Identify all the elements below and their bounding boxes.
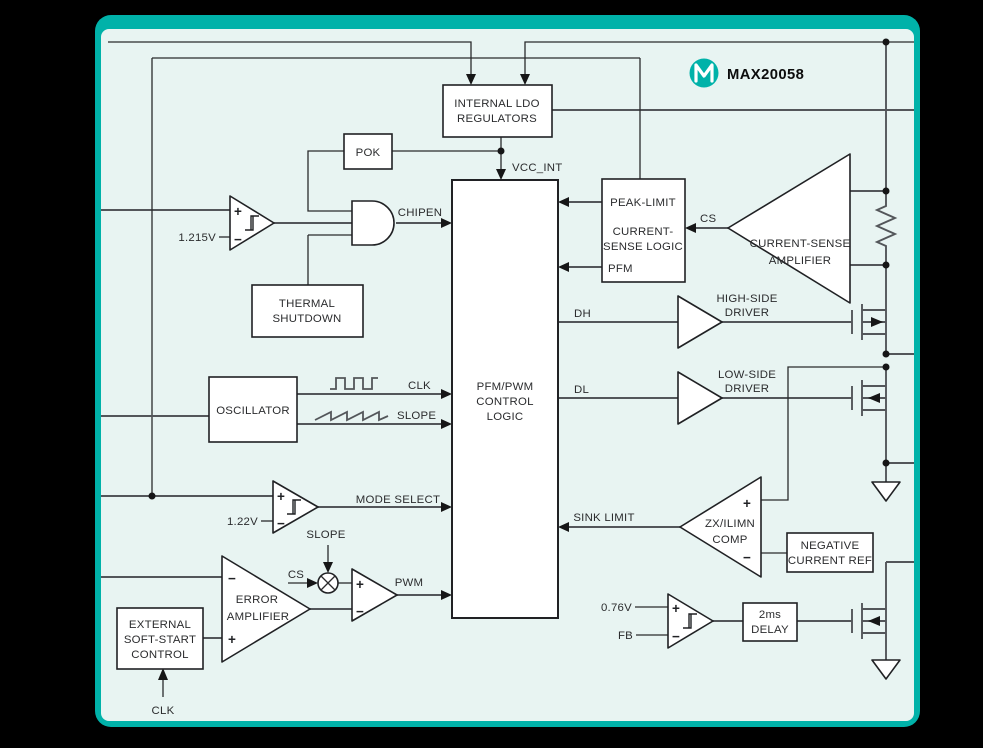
soft-start-label-2: SOFT-START (124, 634, 196, 646)
negative-current-ref-block: NEGATIVE CURRENT REF (786, 532, 874, 573)
pwm-label: PWM (395, 577, 424, 589)
plus-sign: + (228, 632, 236, 647)
pok-block: POK (343, 133, 393, 170)
pok-label: POK (356, 147, 381, 159)
sawtooth-wave-icon (314, 410, 389, 422)
control-logic-block: PFM/PWM CONTROL LOGIC (451, 179, 559, 619)
plus-sign: + (277, 489, 285, 504)
oscillator-block: OSCILLATOR (208, 376, 298, 443)
slope-pwm-label: SLOPE (306, 529, 345, 541)
sink-limit-label: SINK LIMIT (573, 512, 634, 524)
current-sense-amp: CURRENT-SENSE AMPLIFIER (727, 153, 851, 304)
part-number: MAX20058 (727, 67, 804, 83)
neg-ref-label-1: NEGATIVE (801, 540, 860, 552)
mode-select-comparator: + − 1.22V (227, 480, 319, 534)
error-amp-label-1: ERROR (236, 594, 278, 606)
and-gate (351, 200, 395, 246)
ref-1215-label: 1.215V (178, 232, 216, 244)
error-amp-label-2: AMPLIFIER (227, 611, 289, 623)
cs-peak-label: CS (700, 213, 716, 225)
mode-select-label: MODE SELECT (356, 494, 440, 506)
fb-mosfet-icon (851, 603, 886, 639)
clk-bottom-label: CLK (152, 705, 175, 717)
dl-label: DL (574, 384, 589, 396)
ldo-label-2: REGULATORS (457, 113, 537, 125)
peak-limit-label-2: CURRENT- (613, 226, 674, 238)
enable-comparator: + − 1.215V (178, 195, 275, 251)
hysteresis-icon (287, 499, 301, 515)
peak-limit-label-4: PFM (608, 263, 633, 275)
cs-pwm-label: CS (288, 569, 304, 581)
ovp-comparator: + − 0.76V FB (601, 593, 714, 649)
ground-icon (871, 481, 901, 502)
summing-node (317, 572, 339, 594)
ref-122-label: 1.22V (227, 516, 258, 528)
ls-driver-label-1: LOW-SIDE (718, 369, 776, 381)
internal-ldo-block: INTERNAL LDO REGULATORS (442, 84, 553, 138)
cs-amp-label-1: CURRENT-SENSE (750, 238, 851, 250)
hysteresis-icon (683, 613, 697, 629)
dh-label: DH (574, 308, 591, 320)
brand-header: MAX20058 (689, 58, 804, 88)
minus-sign: − (234, 232, 242, 247)
vcc-int-label: VCC_INT (512, 162, 562, 174)
minus-sign: − (743, 550, 751, 565)
soft-start-label-1: EXTERNAL (129, 619, 191, 631)
logic-label-1: PFM/PWM (477, 381, 534, 393)
minus-sign: − (356, 604, 364, 619)
thermal-label-2: SHUTDOWN (272, 313, 341, 325)
logic-label-3: LOGIC (487, 411, 524, 423)
high-side-driver: HIGH-SIDE DRIVER (677, 293, 777, 349)
logic-label-2: CONTROL (476, 396, 533, 408)
peak-limit-label-1: PEAK-LIMIT (610, 197, 676, 209)
cs-amp-label-2: AMPLIFIER (769, 255, 831, 267)
peak-limit-label-3: SENSE LOGIC (603, 241, 683, 253)
hysteresis-icon (245, 215, 259, 231)
ref-076-label: 0.76V (601, 602, 632, 614)
low-side-driver: LOW-SIDE DRIVER (677, 369, 776, 425)
plus-sign: + (356, 577, 364, 592)
soft-start-block: EXTERNAL SOFT-START CONTROL (116, 607, 204, 670)
zx-comp-label-2: COMP (712, 534, 747, 546)
soft-start-label-3: CONTROL (131, 649, 188, 661)
arrowheads (158, 74, 696, 680)
zx-ilimn-comp: + − ZX/ILIMN COMP (679, 476, 762, 578)
ls-driver-label-2: DRIVER (725, 383, 770, 395)
minus-sign: − (672, 629, 680, 644)
low-side-mosfet-icon (851, 380, 886, 416)
minus-sign: − (228, 571, 236, 586)
minus-sign: − (277, 516, 285, 531)
chipen-label: CHIPEN (398, 207, 443, 219)
pwm-comparator: + − (351, 568, 398, 622)
ldo-label-1: INTERNAL LDO (454, 98, 540, 110)
square-wave-icon (330, 377, 378, 390)
zx-comp-label-1: ZX/ILIMN (705, 518, 755, 530)
maxim-logo-icon (689, 58, 719, 88)
wires (101, 41, 914, 697)
high-side-mosfet-icon (851, 304, 886, 340)
clk-label: CLK (408, 380, 431, 392)
error-amplifier: − + ERROR AMPLIFIER (221, 555, 311, 663)
plus-sign: + (234, 204, 242, 219)
hs-driver-label-1: HIGH-SIDE (716, 293, 777, 305)
junction-dots (148, 38, 890, 500)
slope-label: SLOPE (397, 410, 436, 422)
thermal-label-1: THERMAL (279, 298, 335, 310)
thermal-shutdown-block: THERMAL SHUTDOWN (251, 284, 364, 338)
oscillator-label: OSCILLATOR (216, 405, 290, 417)
plus-sign: + (672, 601, 680, 616)
peak-limit-block: PEAK-LIMIT CURRENT- SENSE LOGIC PFM (601, 178, 686, 283)
hs-driver-label-2: DRIVER (725, 307, 770, 319)
delay-block: 2ms DELAY (742, 602, 798, 642)
fb-label: FB (618, 630, 633, 642)
neg-ref-label-2: CURRENT REF (788, 555, 872, 567)
delay-label-2: DELAY (751, 624, 789, 636)
delay-label-1: 2ms (759, 609, 781, 621)
ground-icon (871, 659, 901, 680)
plus-sign: + (743, 496, 751, 511)
